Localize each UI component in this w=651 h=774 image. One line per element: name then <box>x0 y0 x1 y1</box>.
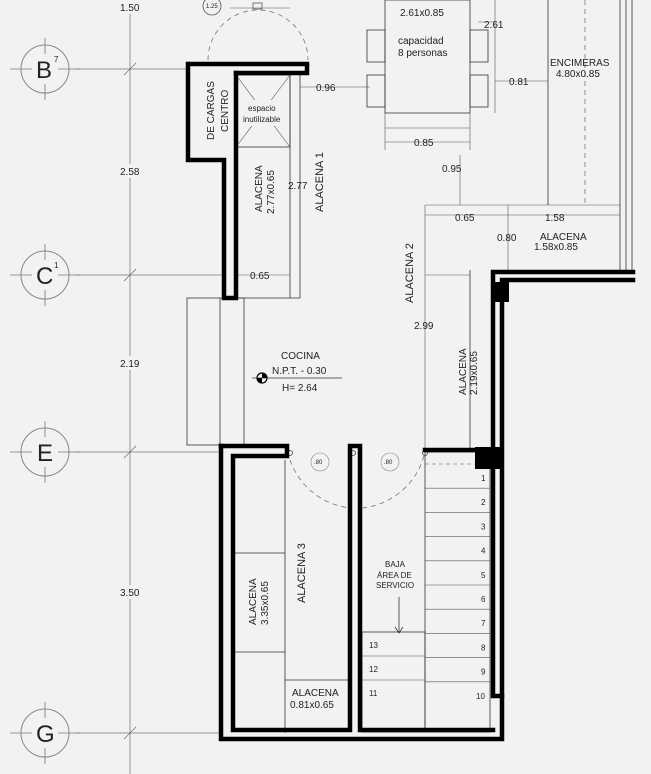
alacena-c-label: ALACENA <box>458 348 469 395</box>
counter-dimension: 4.80x0.85 <box>556 69 600 80</box>
alacena-2-title: ALACENA 2 <box>404 243 416 303</box>
grid-bubble-g: G <box>10 702 80 764</box>
dim-299: 2.99 <box>414 321 434 332</box>
walls <box>185 61 636 742</box>
unusable-space-label: espacio <box>248 104 276 113</box>
stair-step-number: 1 <box>481 474 486 483</box>
table-dimension: 2.61x0.85 <box>400 8 444 19</box>
grid-bubble-c: C 1 <box>10 244 80 306</box>
ceiling-height-label: H= 2.64 <box>282 383 318 394</box>
stair-step-number: 10 <box>476 692 485 701</box>
door-80-a: .80 <box>314 460 323 466</box>
grid-label-e: E <box>37 440 53 467</box>
load-center-label-2: DE CARGAS <box>206 81 217 140</box>
dining-table: 2.61x0.85 capacidad 8 personas 2.61 0.85 <box>366 0 504 150</box>
door-80-b: .80 <box>384 460 393 466</box>
stair-step-number: 6 <box>481 595 486 604</box>
dim-085: 0.85 <box>414 138 434 149</box>
grid-label-c: C <box>36 263 53 290</box>
dim-left-b-c: 2.58 <box>120 167 140 178</box>
counter-area: ENCIMERAS 4.80x0.85 0.81 <box>495 0 633 270</box>
grid-superscript-c: 1 <box>54 261 59 270</box>
dim-081: 0.81 <box>509 77 529 88</box>
stair-right-flight: 1 2 3 4 5 6 7 8 9 10 <box>424 451 491 733</box>
alacena-e-dimension: 0.81x0.65 <box>290 700 334 711</box>
dim-065-top: 0.65 <box>455 213 475 224</box>
alacena-b-dimension: 1.58x0.85 <box>534 242 578 253</box>
kitchen-title: COCINA <box>281 351 320 362</box>
service-area-label-2: SERVICIO <box>376 581 414 590</box>
left-dimensions: 1.50 2.58 2.19 3.50 <box>118 0 144 599</box>
stair-step-number: 5 <box>481 571 486 580</box>
stair-step-number: 2 <box>481 498 486 507</box>
stair-step-number: 4 <box>481 547 486 556</box>
alacena-3-title: ALACENA 3 <box>296 543 308 603</box>
stair-step-number: 11 <box>369 689 378 698</box>
stair-step-number: 7 <box>481 619 486 628</box>
stair-step-number: 3 <box>481 522 486 531</box>
dim-065-left: 0.65 <box>250 271 270 282</box>
kitchen-center: COCINA N.P.T. - 0.30 H= 2.64 <box>186 297 342 446</box>
alacena-e-label: ALACENA <box>292 688 339 699</box>
alacena-a-dimension: 2.77x0.65 <box>266 170 277 214</box>
dim-158: 1.58 <box>545 213 565 224</box>
stair-step-number: 9 <box>481 668 486 677</box>
dim-080: 0.80 <box>497 233 517 244</box>
doors-e: .80 .80 <box>287 450 428 509</box>
service-area-label: ÁREA DE <box>377 571 412 580</box>
grid-label-b: B <box>36 57 52 84</box>
dim-left-top: 1.50 <box>120 3 140 14</box>
table-persons-label: 8 personas <box>398 48 447 59</box>
alacena-c-dimension: 2.19x0.65 <box>469 351 480 395</box>
counter-label: ENCIMERAS <box>550 58 610 69</box>
stair-annotations: BAJA ÁREA DE SERVICIO <box>376 560 414 634</box>
alacena-2-area: 2.99 ALACENA 2 ALACENA 2.19x0.65 <box>404 243 480 451</box>
alacena-b-label: ALACENA <box>540 232 587 243</box>
grid-bubble-e: E <box>10 421 80 483</box>
door-top: 1.25 <box>202 0 309 61</box>
service-down-label: BAJA <box>385 560 406 569</box>
stair-left-flight: 13 12 11 <box>361 631 426 733</box>
load-center-label: CENTRO <box>220 90 231 132</box>
dim-261: 2.61 <box>484 20 504 31</box>
dim-095: 0.95 <box>442 164 462 175</box>
upper-right-dims: 0.95 0.65 1.58 0.80 ALACENA 1.58x0.85 <box>424 155 620 450</box>
dim-096: 0.96 <box>316 83 336 94</box>
grid-bubble-b: B 7 <box>10 38 80 100</box>
alacena-3-area: ALACENA 3.35x0.65 ALACENA 3 ALACENA 0.81… <box>233 460 350 733</box>
alacena-1-area: espacio inutilizable 0.96 2.77 0.65 CENT… <box>206 74 370 299</box>
stair-step-number: 8 <box>481 643 486 652</box>
stair-step-number: 12 <box>369 665 378 674</box>
dim-left-c-e: 2.19 <box>120 359 140 370</box>
unusable-space-label-2: inutilizable <box>243 115 281 124</box>
alacena-1-title: ALACENA 1 <box>314 152 326 212</box>
alacena-a-label: ALACENA <box>254 165 265 212</box>
dim-125: 1.25 <box>206 4 218 10</box>
alacena-d-dimension: 3.35x0.65 <box>260 581 271 625</box>
table-capacity-label: capacidad <box>398 36 444 47</box>
dim-left-e-g: 3.50 <box>120 588 140 599</box>
dim-277: 2.77 <box>288 181 308 192</box>
stair-step-number: 13 <box>369 641 378 650</box>
alacena-d-label: ALACENA <box>248 578 259 625</box>
grid-axes <box>75 0 225 774</box>
grid-label-g: G <box>36 721 55 748</box>
grid-superscript-b: 7 <box>54 55 59 64</box>
floor-level-label: N.P.T. - 0.30 <box>272 366 327 377</box>
